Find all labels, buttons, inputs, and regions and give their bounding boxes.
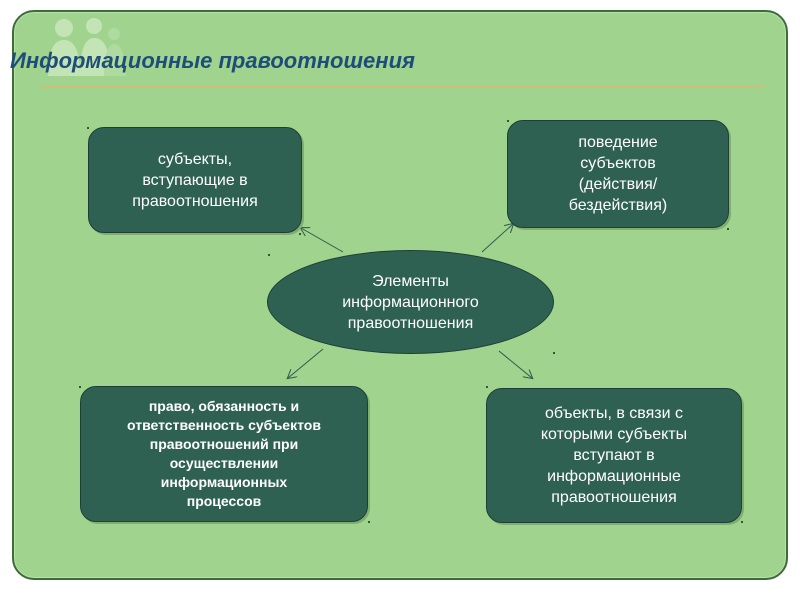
rights-box: право, обязанность и ответственность суб… (80, 386, 368, 522)
handle-dot (87, 127, 89, 129)
subjects-box: субъекты, вступающие в правоотношения (88, 127, 302, 233)
behavior-box: поведение субъектов (действия/ бездейств… (507, 120, 729, 228)
behavior-text: поведение субъектов (действия/ бездейств… (568, 134, 668, 214)
handle-dot (299, 233, 301, 235)
handle-dot (553, 352, 555, 354)
handle-dot (741, 521, 743, 523)
center-ellipse: Элементы информационного правоотношения (267, 250, 554, 354)
handle-dot (368, 521, 370, 523)
handle-dot (507, 120, 509, 122)
handle-dot (79, 386, 81, 388)
subjects-text: субъекты, вступающие в правоотношения (132, 150, 258, 210)
people-silhouette-logo (48, 18, 126, 76)
center-text: Элементы информационного правоотношения (342, 272, 479, 332)
handle-dot (727, 228, 729, 230)
objects-text: объекты, в связи с которыми субъекты вст… (540, 405, 688, 506)
handle-dot (486, 386, 488, 388)
handle-dot (268, 254, 270, 256)
rights-text: право, обязанность и ответственность суб… (127, 398, 321, 509)
page-title: Информационные правоотношения (10, 48, 415, 73)
objects-box: объекты, в связи с которыми субъекты вст… (486, 388, 742, 523)
title-divider (40, 85, 765, 88)
